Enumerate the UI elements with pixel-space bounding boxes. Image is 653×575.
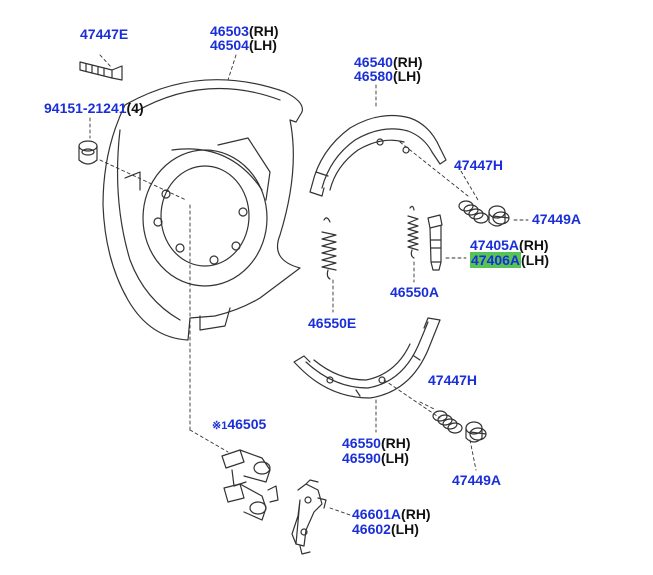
label-lever-pin: ※146505	[212, 417, 266, 434]
side-indicator: (RH)	[401, 506, 431, 522]
side-indicator: (LH)	[390, 521, 419, 537]
bolt-47447e	[79, 61, 123, 81]
side-indicator: (RH)	[392, 54, 423, 70]
label-shoe-upper-lh: 46580(LH)	[354, 69, 421, 84]
part-number: 46504	[210, 37, 249, 53]
grommet-94151	[78, 140, 98, 165]
cup-lower	[465, 421, 487, 443]
brake-shoe-upper	[309, 114, 447, 197]
label-adjuster-rh: 47405A(RH)	[470, 238, 549, 253]
side-indicator: (LH)	[248, 37, 277, 53]
label-shoe-lower-rh: 46550(RH)	[342, 436, 410, 451]
label-spring-lower: 47447H	[428, 373, 477, 388]
part-number: 46550A	[390, 284, 440, 300]
part-number: 46550	[342, 435, 381, 451]
part-number: 46503	[210, 23, 249, 39]
part-number: 47447H	[428, 372, 478, 388]
label-spring-upper: 47447H	[454, 158, 503, 173]
part-number: 94151-21241	[44, 100, 127, 116]
part-number: 47449A	[452, 472, 502, 488]
label-backing-plate-lh: 46504(LH)	[210, 38, 277, 53]
label-bolt-fastener: 94151-21241(4)	[44, 101, 144, 116]
label-spring-left: 46550E	[308, 316, 356, 331]
lever-assembly	[291, 479, 327, 555]
part-number: 47449A	[532, 211, 582, 227]
label-lever-rh: 46601A(RH)	[352, 507, 431, 522]
brake-shoe-lower	[293, 317, 441, 399]
part-number: 47447E	[80, 26, 129, 42]
part-number: 47405A	[470, 237, 520, 253]
label-shoe-lower-lh: 46590(LH)	[342, 451, 409, 466]
spring-lower	[432, 410, 463, 434]
label-cup-upper: 47449A	[532, 212, 581, 227]
label-shoe-upper-rh: 46540(RH)	[354, 55, 422, 70]
part-number: 47447H	[454, 157, 504, 173]
leader-lines	[89, 54, 529, 516]
side-indicator: (RH)	[380, 435, 411, 451]
side-indicator: (LH)	[392, 68, 421, 84]
part-number: 46590	[342, 450, 381, 466]
side-indicator: (LH)	[521, 252, 550, 268]
part-number: 46601A	[352, 506, 402, 522]
quantity: (4)	[126, 100, 144, 116]
part-number: 46602	[352, 521, 391, 537]
part-number: 46505	[227, 416, 267, 432]
part-number: 46550E	[308, 315, 357, 331]
label-adjuster-lh: 47406A(LH)	[470, 252, 550, 268]
pin-assembly	[221, 449, 279, 521]
return-spring	[407, 205, 419, 259]
side-indicator: (LH)	[380, 450, 409, 466]
side-indicator: (RH)	[519, 237, 549, 253]
label-return-spring: 46550A	[390, 285, 439, 300]
part-number: 46540	[354, 54, 393, 70]
side-indicator: (RH)	[248, 23, 279, 39]
label-bolt: 47447E	[80, 27, 128, 42]
part-number: 46580	[354, 68, 393, 84]
cup-upper	[488, 205, 510, 227]
backing-plate	[102, 79, 303, 341]
adjuster	[427, 214, 443, 271]
label-backing-plate-rh: 46503(RH)	[210, 24, 278, 39]
spring-upper	[458, 200, 489, 224]
label-cup-lower: 47449A	[452, 473, 501, 488]
label-lever-lh: 46602(LH)	[352, 522, 419, 537]
reference-mark: ※1	[212, 420, 228, 432]
spring-left	[321, 217, 337, 280]
part-number-highlighted: 47406A	[470, 252, 522, 268]
